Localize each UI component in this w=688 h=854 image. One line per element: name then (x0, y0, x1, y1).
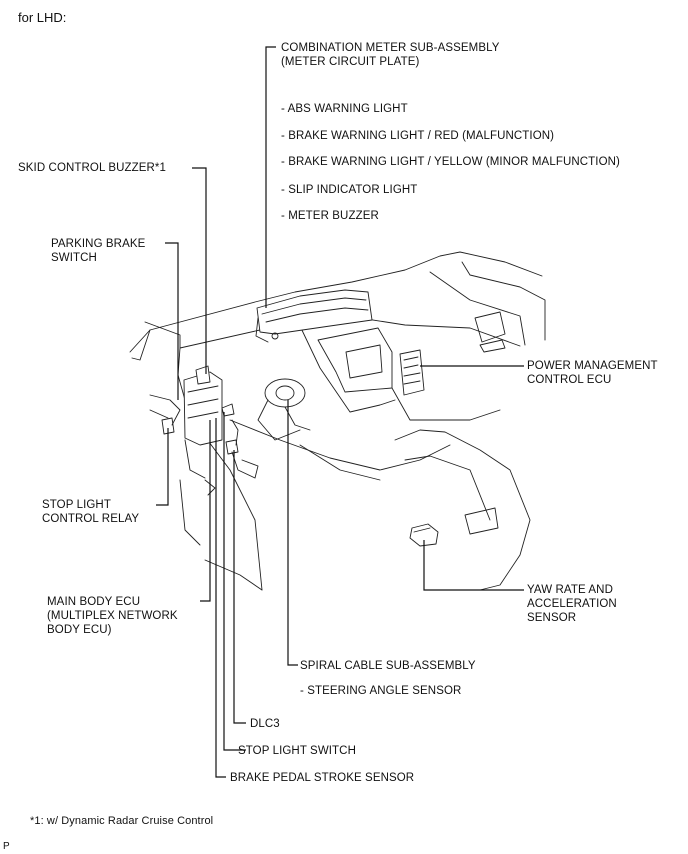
label-combination-meter: COMBINATION METER SUB-ASSEMBLY (METER CI… (281, 42, 500, 68)
page-header: for LHD: (18, 10, 67, 25)
label-parking-brake-switch: PARKING BRAKE SWITCH (51, 238, 146, 264)
label-power-management-ecu: POWER MANAGEMENT CONTROL ECU (527, 360, 658, 386)
label-slip-indicator-light: - SLIP INDICATOR LIGHT (281, 184, 418, 196)
label-abs-warning-light: - ABS WARNING LIGHT (281, 103, 408, 115)
label-meter-buzzer: - METER BUZZER (281, 210, 379, 222)
label-brake-warning-yellow: - BRAKE WARNING LIGHT / YELLOW (MINOR MA… (281, 156, 620, 168)
label-yaw-rate-sensor: YAW RATE AND ACCELERATION SENSOR (527, 584, 617, 624)
label-spiral-cable: SPIRAL CABLE SUB-ASSEMBLY (300, 660, 476, 672)
leader-lines (156, 46, 524, 778)
label-steering-angle-sensor: - STEERING ANGLE SENSOR (300, 685, 462, 697)
corner-mark: P (3, 841, 10, 852)
label-stop-light-control-relay: STOP LIGHT CONTROL RELAY (42, 499, 140, 525)
label-brake-pedal-stroke-sensor: BRAKE PEDAL STROKE SENSOR (230, 772, 415, 784)
label-brake-warning-red: - BRAKE WARNING LIGHT / RED (MALFUNCTION… (281, 130, 555, 142)
label-main-body-ecu: MAIN BODY ECU (MULTIPLEX NETWORK BODY EC… (47, 596, 178, 636)
footnote: *1: w/ Dynamic Radar Cruise Control (30, 815, 214, 827)
label-dlc3: DLC3 (250, 718, 280, 730)
label-stop-light-switch: STOP LIGHT SWITCH (238, 745, 356, 757)
label-skid-control-buzzer: SKID CONTROL BUZZER*1 (18, 162, 167, 174)
dashboard-drawing (129, 251, 546, 591)
